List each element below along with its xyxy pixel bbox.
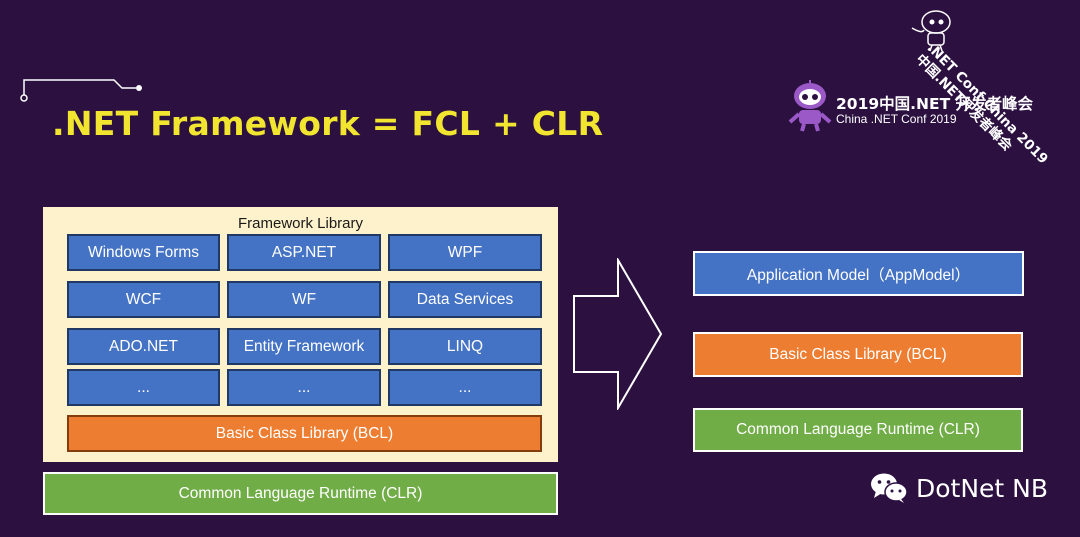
robot-mascot-icon (788, 80, 832, 132)
wechat-icon (871, 473, 908, 503)
fl-item-aspnet: ASP.NET (227, 234, 381, 271)
fl-item-wf: WF (227, 281, 381, 318)
watermark-text: DotNet NB (916, 473, 1049, 503)
wechat-watermark: DotNet NB (870, 472, 1048, 504)
fl-item-more-1: ... (67, 369, 220, 406)
bcl-bar-right: Basic Class Library (BCL) (693, 332, 1023, 377)
fl-item-more-2: ... (227, 369, 381, 406)
app-model-bar: Application Model（AppModel） (693, 251, 1024, 296)
fl-item-wpf: WPF (388, 234, 542, 271)
fl-item-adonet: ADO.NET (67, 328, 220, 365)
clr-bar-right: Common Language Runtime (CLR) (693, 408, 1023, 452)
fl-item-data-services: Data Services (388, 281, 542, 318)
fl-item-windows-forms: Windows Forms (67, 234, 220, 271)
arrow-right-icon (573, 258, 663, 410)
fl-bcl-bar: Basic Class Library (BCL) (67, 415, 542, 452)
fl-item-more-3: ... (388, 369, 542, 406)
robot-outline-icon (911, 10, 951, 52)
circuit-decoration-icon (20, 79, 142, 102)
conference-title: 2019中国.NET 开发者峰会 (836, 95, 1034, 113)
clr-bar-left: Common Language Runtime (CLR) (43, 472, 558, 515)
conference-subtitle: China .NET Conf 2019 (836, 112, 957, 126)
page-title: .NET Framework = FCL + CLR (52, 104, 604, 143)
fl-item-linq: LINQ (388, 328, 542, 365)
fl-item-wcf: WCF (67, 281, 220, 318)
fl-item-entity-framework: Entity Framework (227, 328, 381, 365)
framework-library-title: Framework Library (237, 215, 364, 232)
